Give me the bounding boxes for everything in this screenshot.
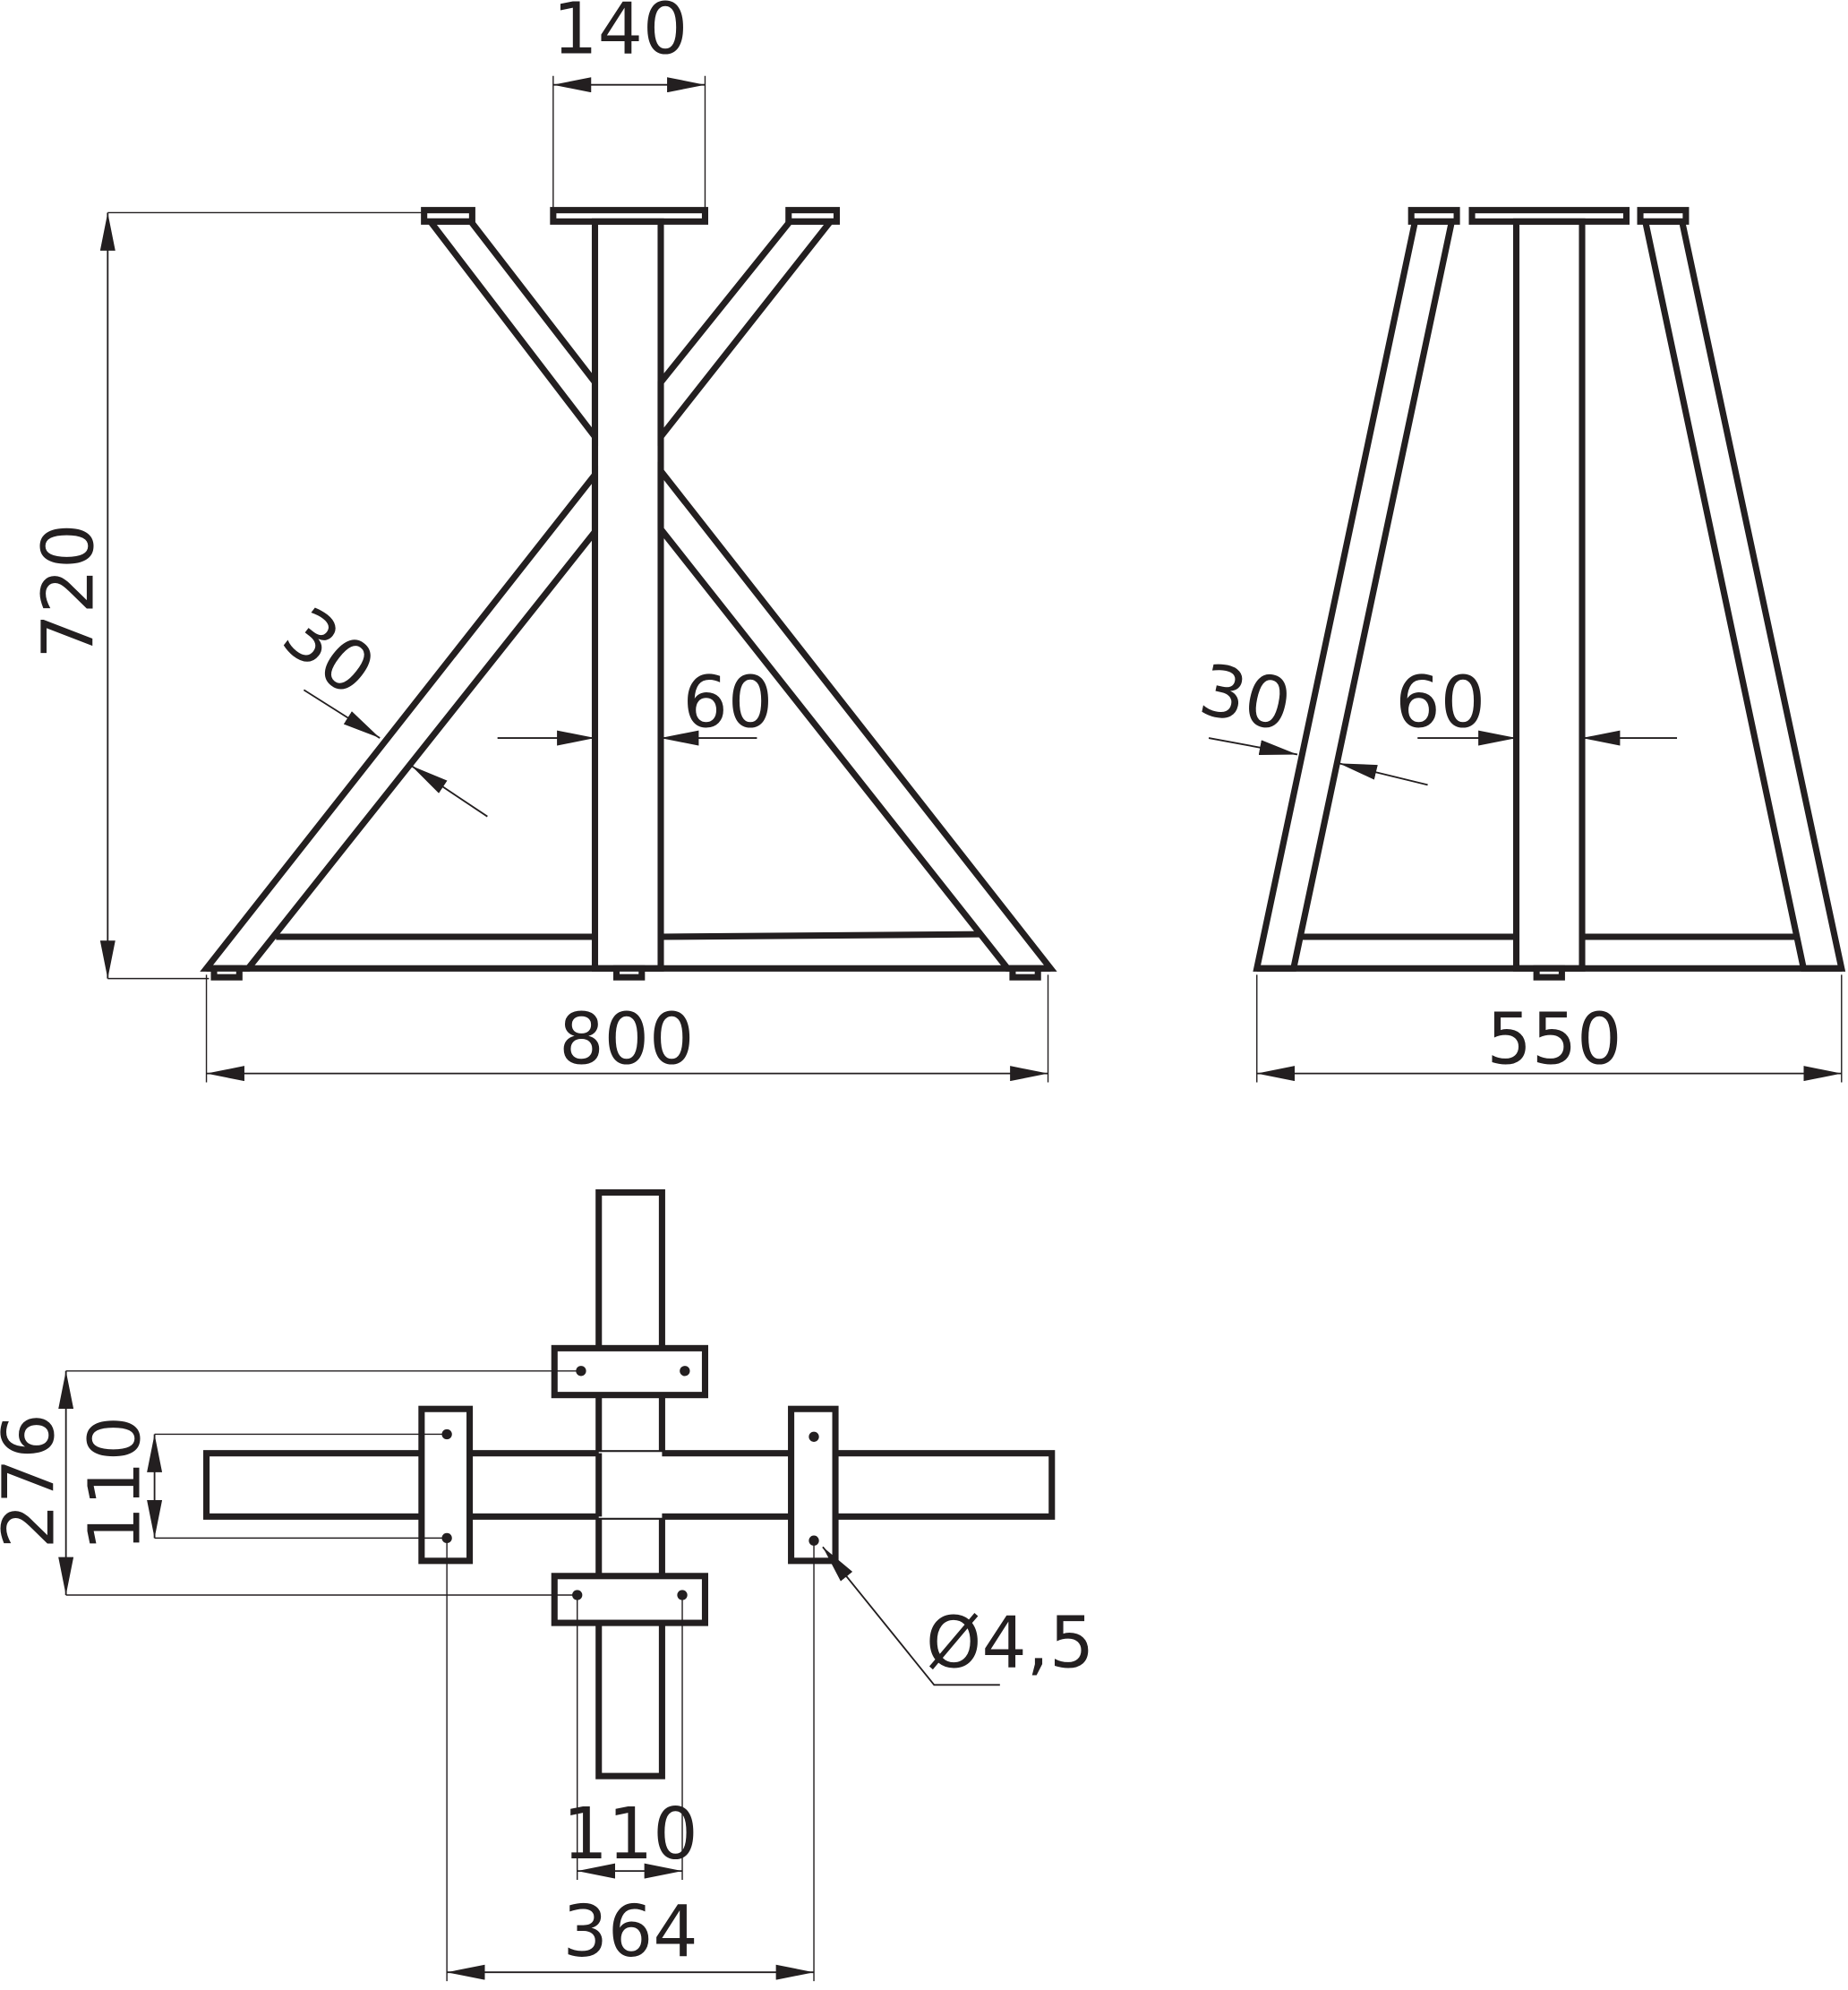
front-upper-right-brace [657,218,837,446]
dim-label-front-30: 30 [268,592,389,713]
dim-label-276: 276 [0,1413,71,1548]
front-foot-center [612,965,646,981]
side-left-leg [1253,218,1456,972]
dim-label-110-horizontal: 110 [563,1793,698,1875]
side-center-post [1512,218,1586,972]
front-view: 140 720 800 30 60 [27,0,1057,1083]
side-right-leg [1641,218,1846,972]
front-foot-right [1009,965,1041,981]
dim-label-140: 140 [552,0,688,70]
dim-label-550: 550 [1486,998,1621,1080]
dim-label-hole-diameter: Ø4,5 [926,1602,1094,1685]
dim-label-800: 800 [559,998,694,1080]
side-view: 550 30 60 [1193,207,1846,1083]
top-view: 276 110 110 364 Ø4,5 [0,1188,1094,1982]
dim-label-side-60: 60 [1395,661,1485,743]
front-lower-left-leg [200,465,599,972]
dim-label-110-vertical: 110 [74,1416,157,1551]
side-foot [1533,965,1565,981]
dim-label-side-30: 30 [1193,648,1298,748]
front-center-post [591,218,664,972]
front-right-crossbar [660,931,983,940]
front-foot-left [210,965,243,981]
dim-label-364: 364 [563,1891,698,1973]
front-upper-left-brace [424,218,599,447]
hole-diameter-leader [822,1546,1000,1686]
dim-label-720: 720 [27,524,109,659]
dim-label-front-60: 60 [683,661,774,743]
